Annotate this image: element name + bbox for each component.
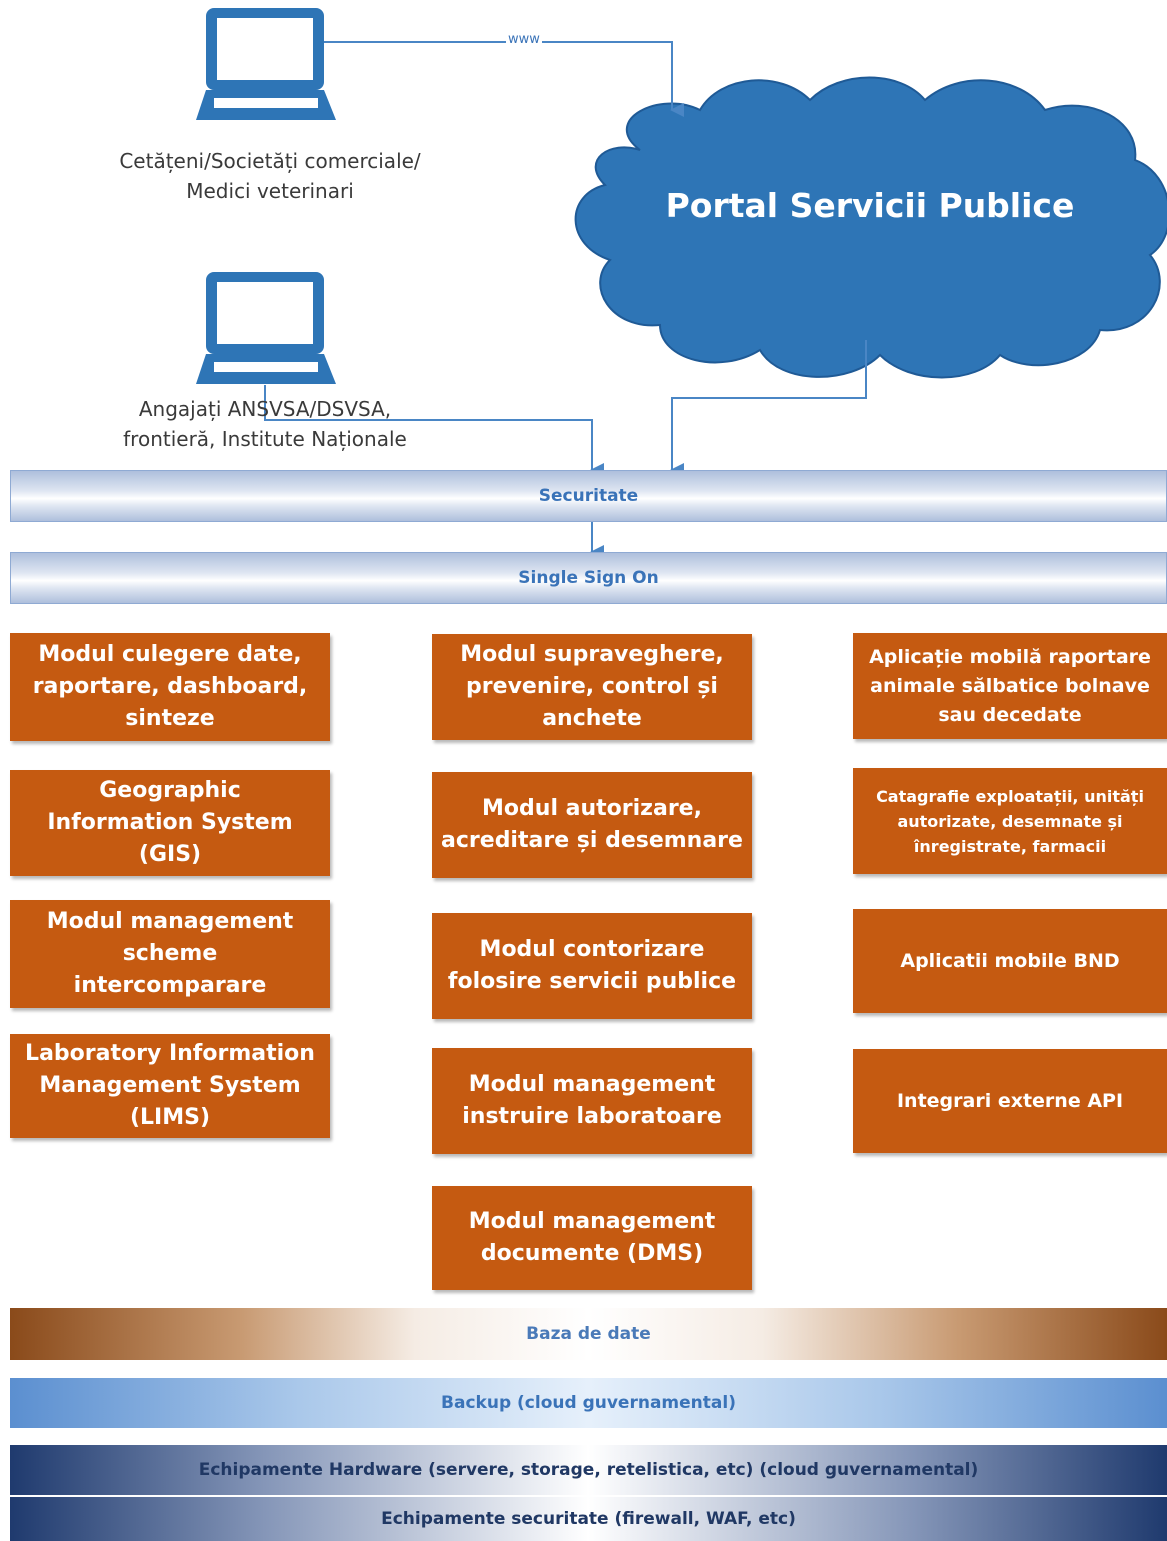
backup-band: Backup (cloud guvernamental) [10, 1378, 1167, 1428]
laptop-icon [196, 8, 336, 120]
citizens-caption-line2: Medici veterinari [186, 179, 354, 203]
module-census: Catagrafie exploatații, unități autoriza… [853, 768, 1167, 874]
module-wildlife-mobile-app: Aplicație mobilă raportare animale sălba… [853, 633, 1167, 739]
module-surveillance: Modul supraveghere, prevenire, control ș… [432, 634, 752, 740]
module-external-api: Integrari externe API [853, 1049, 1167, 1153]
module-data-collection: Modul culegere date, raportare, dashboar… [10, 633, 330, 741]
staff-caption-line2: frontieră, Institute Naționale [123, 427, 407, 451]
cloud-to-security-connector [670, 340, 867, 477]
staff-to-security-connector [264, 385, 604, 477]
module-gis: Geographic Information System (GIS) [10, 770, 330, 876]
staff-caption-line1: Angajați ANSVSA/DSVSA, [138, 397, 392, 421]
module-intercomparison: Modul management scheme intercomparare [10, 900, 330, 1008]
portal-title: Portal Servicii Publice [665, 186, 1075, 225]
module-authorization: Modul autorizare, acreditare și desemnar… [432, 772, 752, 878]
security-band: Securitate [10, 470, 1167, 522]
sso-band: Single Sign On [10, 552, 1167, 604]
database-band: Baza de date [10, 1308, 1167, 1360]
laptop-icon [196, 272, 336, 384]
module-bnd-mobile-apps: Aplicatii mobile BND [853, 909, 1167, 1013]
security-equipment-band: Echipamente securitate (firewall, WAF, e… [10, 1497, 1167, 1541]
hardware-band: Echipamente Hardware (servere, storage, … [10, 1445, 1167, 1495]
citizens-caption: Cetățeni/Societăți comerciale/ Medici ve… [80, 146, 460, 206]
www-connector [322, 41, 684, 117]
staff-caption: Angajați ANSVSA/DSVSA, frontieră, Instit… [90, 394, 440, 454]
module-usage-metering: Modul contorizare folosire servicii publ… [432, 913, 752, 1019]
module-lab-training: Modul management instruire laboratoare [432, 1048, 752, 1154]
www-label: www [506, 32, 542, 48]
module-dms: Modul management documente (DMS) [432, 1186, 752, 1290]
citizens-caption-line1: Cetățeni/Societăți comerciale/ [119, 149, 421, 173]
cloud-shape [574, 76, 1167, 379]
module-lims: Laboratory Information Management System… [10, 1034, 330, 1138]
